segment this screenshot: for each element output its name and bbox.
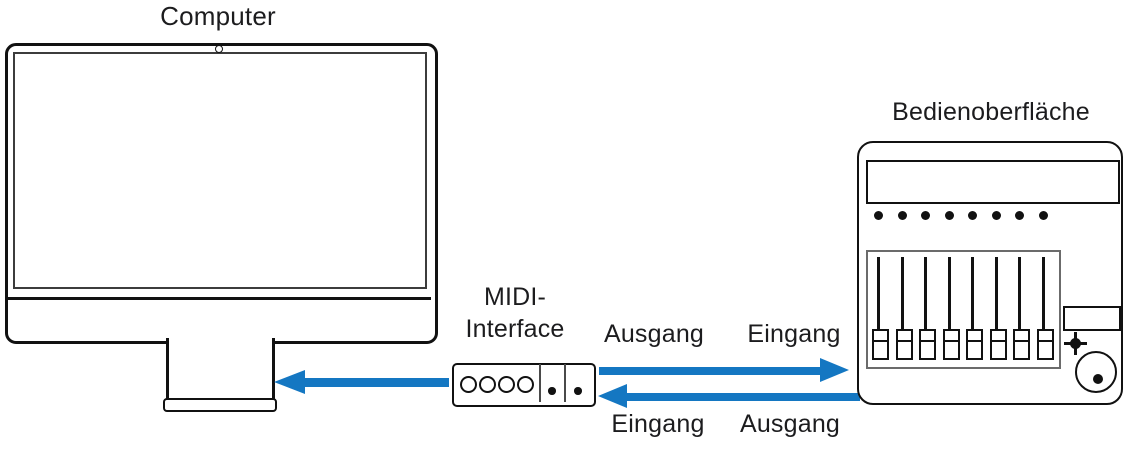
computer-stand-base <box>163 398 277 412</box>
scrub-crosshair-icon <box>1070 337 1081 349</box>
fader-handle-line <box>967 340 981 342</box>
midi-box-divider <box>564 364 566 402</box>
midi-port-dot <box>548 387 556 395</box>
fader-handle-line <box>944 340 958 342</box>
surface-button-dot <box>897 210 907 220</box>
arrow-midi-to-computer-shaft <box>303 378 449 387</box>
midi-port-dot <box>574 387 582 395</box>
fader-handle <box>942 329 960 360</box>
fader-track <box>947 257 951 331</box>
arrow-surface-to-midi-shaft <box>626 392 860 401</box>
fader-track <box>1041 257 1045 331</box>
fader-track <box>970 257 974 331</box>
computer-screen <box>13 52 427 289</box>
computer-stand <box>166 338 275 399</box>
fader-track <box>994 257 998 331</box>
arrow-right-head-icon <box>819 358 849 382</box>
fader-handle <box>1012 329 1030 360</box>
fader-handle-line <box>897 340 911 342</box>
midi-port-circle <box>478 376 496 393</box>
fader-handle-line <box>873 340 887 342</box>
arrow-left-head-icon <box>274 369 305 394</box>
fader-handle <box>989 329 1007 360</box>
surface-button-dot <box>920 210 930 220</box>
fader-track <box>876 257 880 331</box>
fader-handle <box>895 329 913 360</box>
arrow-left-head-icon <box>597 384 627 408</box>
surface-button-dot <box>991 210 1001 220</box>
fader-handle-line <box>1038 340 1052 342</box>
midi-port-circle <box>497 376 515 393</box>
surface-button-dot <box>1038 210 1048 220</box>
surface-side-display <box>1063 306 1121 331</box>
midi-interface-label-line1: MIDI- <box>483 283 547 311</box>
computer-label: Computer <box>160 1 276 31</box>
label-ausgang-bottom: Ausgang <box>739 410 841 438</box>
surface-button-dot <box>873 210 883 220</box>
midi-port-circle <box>459 376 477 393</box>
fader-track <box>923 257 927 331</box>
midi-interface-label-line2: Interface <box>465 315 565 343</box>
fader-handle-line <box>991 340 1005 342</box>
fader-handle <box>965 329 983 360</box>
fader-track <box>900 257 904 331</box>
jog-wheel <box>1075 351 1117 393</box>
label-eingang-top: Eingang <box>747 320 841 348</box>
midi-port-circle <box>516 376 534 393</box>
midi-interface-label: MIDI- Interface <box>465 281 564 345</box>
label-ausgang-top: Ausgang <box>603 320 705 348</box>
fader-handle-line <box>920 340 934 342</box>
label-eingang-bottom: Eingang <box>611 410 705 438</box>
jog-wheel-dot <box>1093 374 1103 384</box>
fader-handle <box>1036 329 1054 360</box>
computer-chin-divider <box>6 297 431 300</box>
fader-handle <box>871 329 889 360</box>
surface-display <box>866 160 1120 204</box>
fader-track <box>1017 257 1021 331</box>
arrow-midi-to-surface-shaft <box>599 366 821 375</box>
surface-button-dot <box>944 210 954 220</box>
surface-button-dot <box>1014 210 1024 220</box>
control-surface-label: Bedienoberfläche <box>892 98 1090 126</box>
fader-handle <box>918 329 936 360</box>
camera-dot-icon <box>215 45 223 53</box>
midi-box-divider <box>539 364 541 402</box>
surface-button-dot <box>967 210 977 220</box>
fader-handle-line <box>1014 340 1028 342</box>
